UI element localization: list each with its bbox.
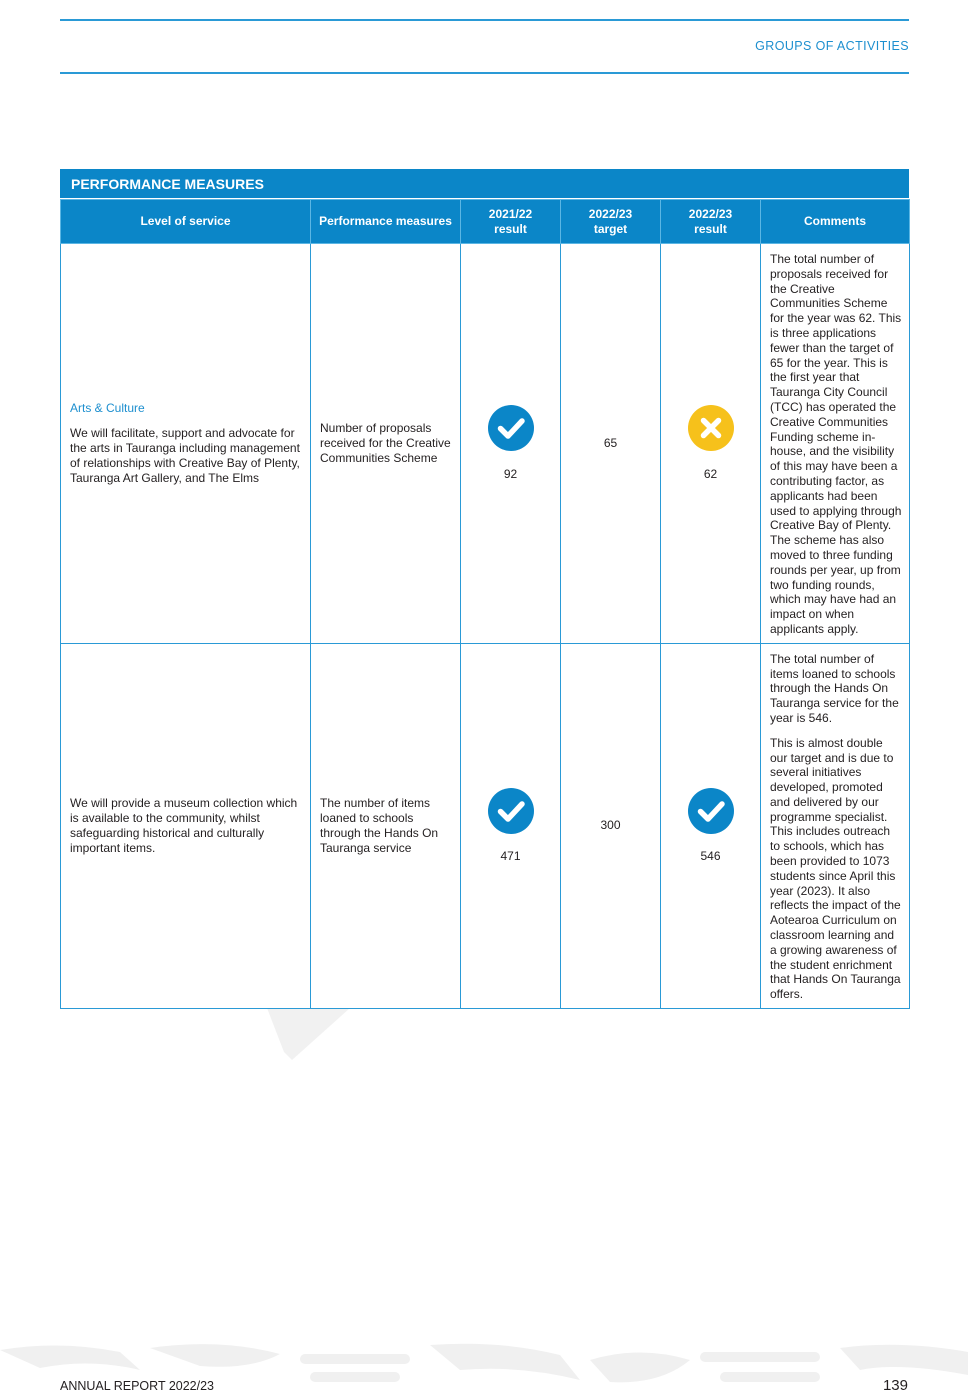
check-icon [487, 787, 534, 834]
check-icon [687, 787, 734, 834]
col-header-measure: Performance measures [310, 199, 461, 244]
footer-pattern [0, 1343, 968, 1383]
table-row: Arts & Culture We will facilitate, suppo… [60, 243, 910, 644]
header-top-rule [60, 19, 909, 21]
result-value: 62 [703, 466, 718, 481]
col-header-target-line2: target [593, 221, 628, 236]
col-header-target: 2022/23 target [560, 199, 661, 244]
comment-paragraph: The total number of items loaned to scho… [770, 651, 899, 725]
check-icon [487, 405, 534, 452]
service-description: We will provide a museum collection whic… [70, 796, 298, 855]
performance-measures-table: PERFORMANCE MEASURES Level of service Pe… [60, 169, 910, 1010]
page-number: 139 [882, 1377, 908, 1394]
prev-result-cell: 92 [460, 243, 561, 644]
result-cell: 62 [660, 243, 761, 644]
level-of-service-cell: We will provide a museum collection whic… [60, 642, 311, 1010]
col-header-target-line1: 2022/23 [588, 206, 633, 221]
col-header-prev-result: 2021/22 result [460, 199, 561, 244]
prev-result-cell: 471 [460, 642, 561, 1010]
col-header-level: Level of service [60, 199, 311, 244]
table-title: PERFORMANCE MEASURES [60, 169, 909, 199]
col-header-prev-result-line1: 2021/22 [488, 206, 533, 221]
col-header-comments: Comments [760, 199, 910, 244]
measures-grid: Level of service Performance measures 20… [60, 199, 910, 1010]
target-cell: 300 [560, 642, 661, 1010]
section-label: GROUPS OF ACTIVITIES [755, 39, 909, 53]
footer-report-title: ANNUAL REPORT 2022/23 [60, 1379, 215, 1393]
level-of-service-cell: Arts & Culture We will facilitate, suppo… [60, 243, 311, 644]
header-row: Level of service Performance measures 20… [60, 199, 910, 244]
result-cell: 546 [660, 642, 761, 1010]
watermark-graphic [267, 1008, 350, 1060]
measure-cell: Number of proposals received for the Cre… [310, 243, 461, 644]
col-header-result-line1: 2022/23 [688, 206, 733, 221]
target-value: 300 [600, 818, 621, 833]
prev-result-value: 471 [500, 849, 521, 864]
table-row: We will provide a museum collection whic… [60, 642, 910, 1010]
service-description: We will facilitate, support and advocate… [70, 426, 300, 485]
comment-paragraph: This is almost double our target and is … [770, 735, 901, 1002]
comments-cell: The total number of items loaned to scho… [760, 642, 910, 1010]
service-heading: Arts & Culture [70, 401, 145, 416]
target-value: 65 [603, 435, 618, 450]
col-header-result-line2: result [694, 221, 727, 236]
col-header-prev-result-line2: result [494, 221, 527, 236]
result-value: 546 [700, 849, 721, 864]
target-cell: 65 [560, 243, 661, 644]
prev-result-value: 92 [503, 466, 518, 481]
comments-cell: The total number of proposals received f… [760, 243, 910, 644]
measure-cell: The number of items loaned to schools th… [310, 642, 461, 1010]
col-header-result: 2022/23 result [660, 199, 761, 244]
comment-paragraph: The total number of proposals received f… [770, 252, 902, 636]
cross-icon [687, 405, 734, 452]
header-bottom-rule [60, 72, 909, 74]
